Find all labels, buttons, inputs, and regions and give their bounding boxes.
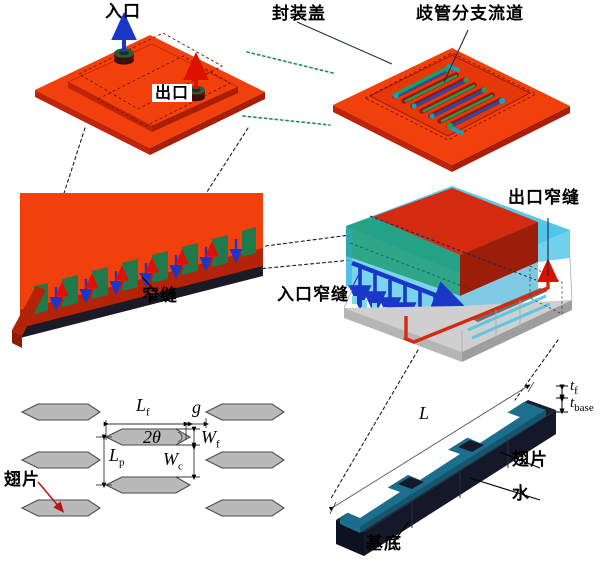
dim-2theta: 2θ	[143, 428, 161, 446]
top-left-assembly	[35, 12, 265, 155]
dim-Lf-sym: L	[136, 395, 147, 415]
mid-right-manifold-block	[343, 186, 573, 362]
dim-Lp-sub: p	[119, 456, 125, 469]
label-inlet-slit: 入口窄缝	[277, 285, 349, 305]
dim-Wc-sub: c	[178, 460, 183, 473]
dim-tbase-sym: t	[570, 395, 575, 411]
dim-g: g	[192, 398, 201, 416]
label-outlet-slit: 出口窄缝	[508, 188, 580, 208]
dim-Lf: Lf	[136, 396, 150, 419]
dim-Lp-sym: L	[109, 445, 120, 465]
label-fin-3d: 翅片	[512, 450, 548, 470]
dim-Wc-sym: W	[163, 449, 178, 469]
dim-tf: tf	[570, 379, 578, 397]
dim-Wc: Wc	[163, 450, 183, 473]
label-fin-plan: 翅片	[4, 470, 40, 490]
label-package-cover: 封装盖	[272, 4, 326, 24]
dim-Wf-sym: W	[201, 427, 216, 447]
dim-tbase: tbase	[570, 396, 594, 414]
dim-L-sym: L	[419, 403, 430, 423]
dim-Lf-sub: f	[146, 406, 150, 419]
dim-g-sym: g	[192, 397, 201, 417]
fin-strip-3d	[328, 381, 568, 556]
label-outlet: 出口	[152, 84, 193, 102]
dim-Lp: Lp	[109, 446, 125, 469]
label-slit: 窄缝	[142, 286, 178, 306]
mid-left-slit-block	[12, 193, 263, 348]
dim-2theta-sym: 2θ	[143, 427, 161, 447]
plan-view-fins	[20, 403, 285, 517]
dim-L: L	[419, 404, 429, 422]
dim-tf-sym: t	[570, 378, 575, 394]
label-manifold-branch-channel: 歧管分支流道	[416, 4, 524, 24]
top-right-assembly	[296, 21, 570, 172]
dim-tf-sub: f	[574, 385, 578, 397]
dim-Wf: Wf	[201, 428, 220, 451]
label-substrate: 基底	[366, 534, 402, 554]
dim-tbase-sub: base	[574, 402, 594, 414]
label-inlet: 入口	[105, 2, 141, 22]
dim-Wf-sub: f	[216, 438, 220, 451]
label-water: 水	[512, 484, 530, 504]
